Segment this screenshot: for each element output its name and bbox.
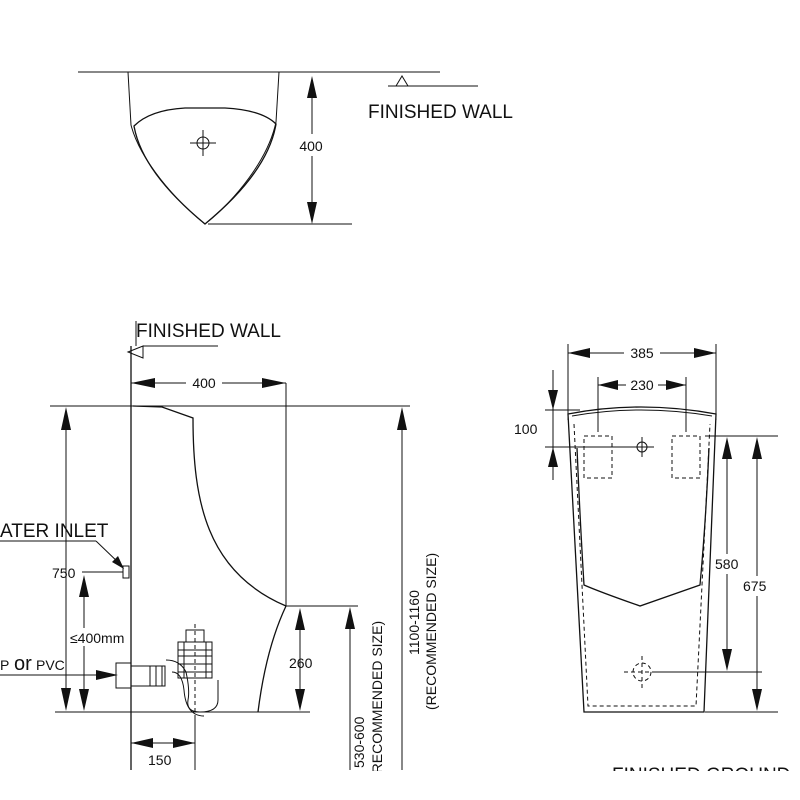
total-height-dim: 1100-1160	[406, 590, 422, 655]
top-drain-crosshair	[190, 130, 216, 156]
front-view: 385 230 100	[514, 343, 790, 786]
inlet-fitting	[122, 565, 130, 579]
front-top-offset-dim: 100	[514, 421, 538, 437]
side-wall-marker-icon	[126, 345, 144, 359]
bottom-crop-mask	[0, 771, 800, 800]
right-fixing-bracket	[671, 435, 701, 479]
total-height-note: (RECOMMENDED SIZE)	[423, 553, 439, 710]
inlet-height-dim: 750	[52, 565, 76, 581]
pipe-label-p: P	[0, 657, 9, 673]
side-view: FINISHED WALL 400 ATER INLET 750	[0, 321, 439, 778]
front-urinal-body	[567, 406, 717, 713]
front-bowl-height-dim: 580	[715, 556, 739, 572]
pipe-label-pvc: PVC	[36, 657, 65, 673]
front-inlet-crosshair	[630, 437, 654, 457]
side-outlet-height-dim: 260	[289, 655, 313, 671]
front-width-dim: 385	[630, 345, 654, 361]
top-wall-label: FINISHED WALL	[368, 102, 513, 123]
rim-height-note: (RECOMMENDED SIZE)	[369, 621, 385, 778]
top-bowl-outline	[133, 107, 277, 225]
top-wall-marker-icon	[395, 75, 409, 87]
rim-height-dim: 530-600	[351, 716, 367, 768]
pipe-label-or: or	[14, 653, 32, 675]
front-outlet-height-dim: 675	[743, 578, 767, 594]
front-rim-line	[571, 409, 713, 417]
fixing-dim: 230	[630, 377, 654, 393]
top-depth-dim: 400	[299, 138, 323, 154]
outlet-offset-dim: 150	[148, 752, 172, 768]
side-wall-label: FINISHED WALL	[136, 321, 281, 342]
drain-trap-assembly	[115, 624, 219, 720]
side-depth-dim: 400	[192, 375, 216, 391]
water-inlet-label: ATER INLET	[0, 521, 109, 542]
left-fixing-bracket	[583, 435, 613, 479]
front-outlet-crosshair	[624, 656, 660, 688]
front-bowl-outline	[576, 447, 710, 607]
inlet-max-dim: ≤400mm	[70, 630, 124, 646]
front-inner-outline	[573, 423, 711, 707]
top-view: 400 FINISHED WALL	[78, 71, 513, 225]
side-urinal-profile	[132, 405, 287, 713]
